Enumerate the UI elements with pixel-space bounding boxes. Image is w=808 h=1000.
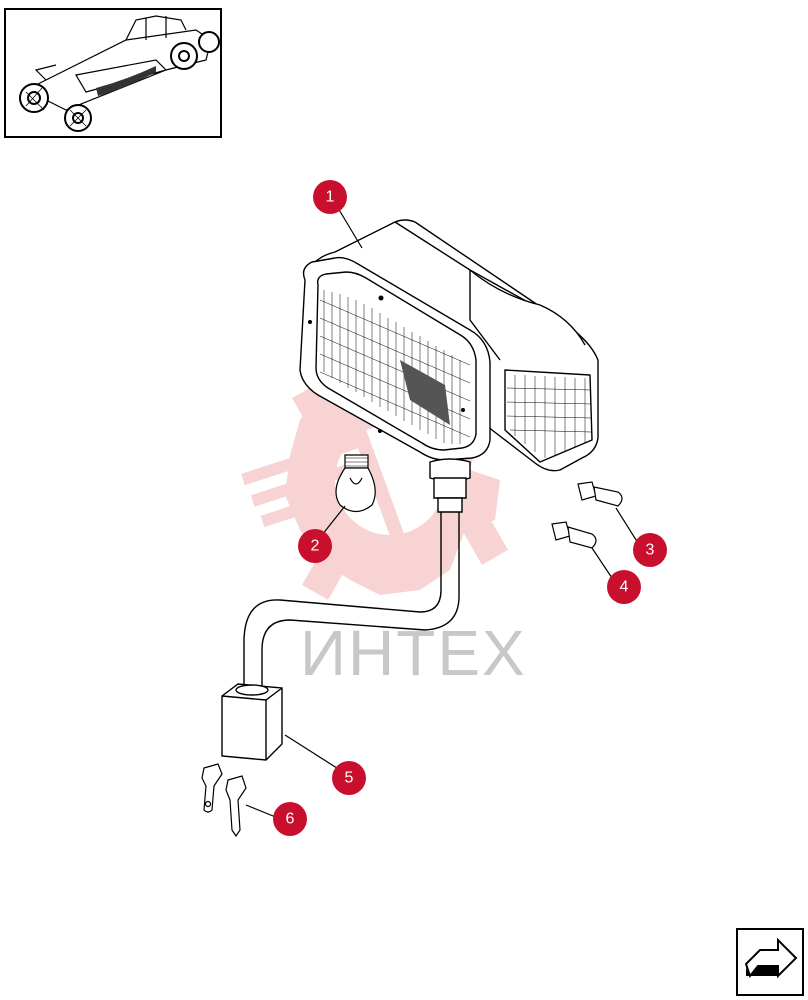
svg-text:3: 3 xyxy=(646,542,655,559)
callout-3[interactable]: 3 xyxy=(633,533,667,567)
next-page-button[interactable] xyxy=(736,928,804,996)
motor-grader-thumbnail xyxy=(19,15,220,132)
svg-text:6: 6 xyxy=(286,811,295,828)
bulb-small-4[interactable] xyxy=(551,521,597,549)
lamp-mount-stem xyxy=(429,458,471,513)
connector-housing[interactable] xyxy=(221,683,283,761)
bulb-small-3[interactable] xyxy=(577,481,623,507)
callout-6[interactable]: 6 xyxy=(273,802,307,836)
callout-2[interactable]: 2 xyxy=(298,529,332,563)
svg-text:5: 5 xyxy=(345,770,354,787)
callout-1[interactable]: 1 xyxy=(313,180,347,214)
callout-4[interactable]: 4 xyxy=(607,570,641,604)
cable xyxy=(243,512,460,688)
svg-text:1: 1 xyxy=(326,189,335,206)
watermark-text: ИНТЕХ xyxy=(300,617,527,689)
svg-text:2: 2 xyxy=(311,538,320,555)
bulb-large-thread xyxy=(345,457,368,467)
next-page-arrow-icon xyxy=(744,937,798,979)
lamp-reflector-shade xyxy=(400,360,450,425)
svg-text:4: 4 xyxy=(620,579,629,596)
callout-5[interactable]: 5 xyxy=(332,761,366,795)
terminals[interactable] xyxy=(201,763,247,838)
side-lens-grid xyxy=(506,375,592,458)
machine-thumbnail[interactable] xyxy=(4,8,222,138)
